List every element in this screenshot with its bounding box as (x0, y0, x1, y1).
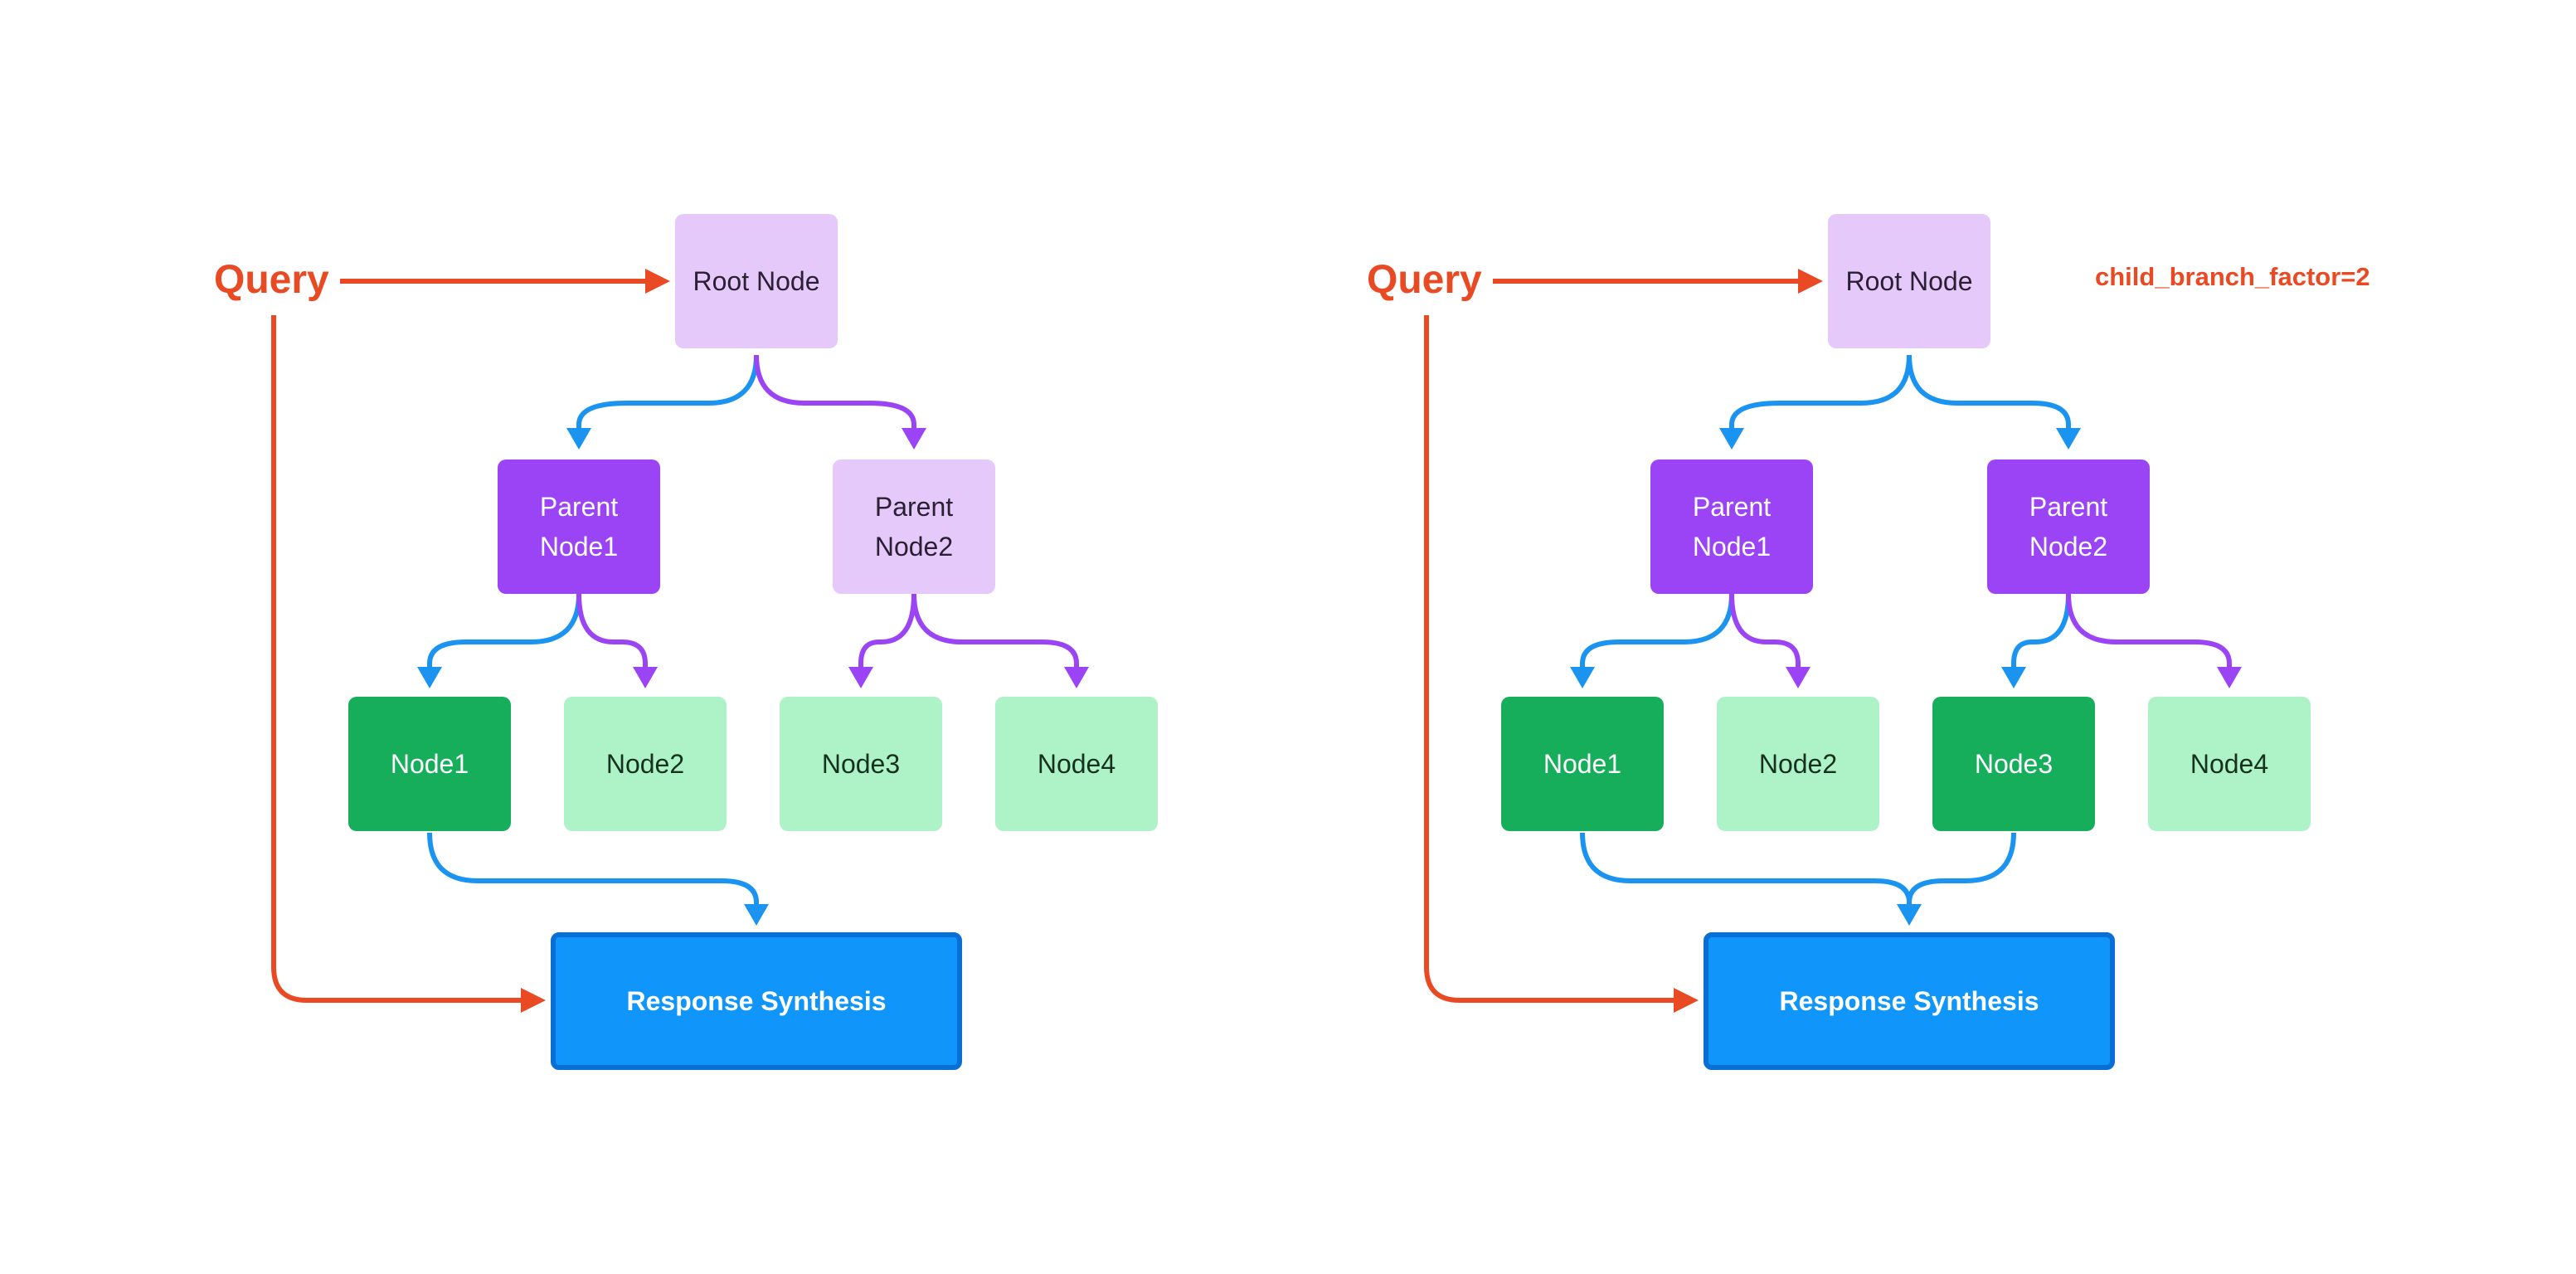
right-parent1-to-node1-arrowhead (1570, 667, 1595, 688)
left-leaf-node-1: Node1 (348, 697, 511, 831)
left-parent1-to-node1-edge (427, 593, 581, 673)
left-node1-to-synthesis-edge (427, 832, 759, 909)
right-parent2-to-node4-arrowhead (2217, 667, 2242, 688)
left-edges (271, 269, 1089, 1013)
right-leaf-node-4: Node4 (2148, 697, 2311, 831)
right-leaf-node-1: Node1 (1501, 697, 1664, 831)
right-query-label: Query (1367, 258, 1482, 302)
left-root-node: Root Node (675, 214, 838, 348)
right-parent1-to-node2-arrowhead (1786, 667, 1810, 688)
left-root-to-parent1-arrowhead (566, 428, 591, 450)
left-root-to-parent1-edge (576, 354, 759, 435)
right-parent1-to-node2-edge (1729, 593, 1801, 673)
right-parent2-to-node3-edge (2011, 593, 2071, 673)
left-root-to-parent2-edge (754, 354, 916, 435)
left-parent2-to-node3-arrowhead (848, 667, 873, 688)
left-leaf-node-2: Node2 (564, 697, 727, 831)
right-parent-node-1: Parent Node1 (1650, 460, 1813, 594)
right-root-to-parent2-arrowhead (2056, 428, 2081, 450)
left-parent1-to-node2-arrowhead (633, 667, 658, 688)
right-root-to-parent1-arrowhead (1719, 428, 1744, 450)
left-query-to-root-arrowhead (645, 269, 670, 294)
right-query-to-synthesis-arrowhead (1674, 988, 1699, 1013)
right-leaf-node-2: Node2 (1717, 697, 1879, 831)
right-query-to-synthesis-edge (1424, 315, 1675, 1003)
right-parent1-to-node1-edge (1580, 593, 1734, 673)
child-branch-factor-annotation: child_branch_factor=2 (2095, 262, 2370, 291)
left-parent1-to-node2-edge (576, 593, 648, 673)
left-parent2-to-node4-arrowhead (1064, 667, 1089, 688)
right-node1-to-synthesis-edge (1580, 832, 1912, 909)
left-response-synthesis-box: Response Synthesis (551, 932, 962, 1070)
right-root-to-parent2-edge (1907, 354, 2071, 435)
right-response-synthesis-box: Response Synthesis (1704, 932, 2115, 1070)
right-synthesis-arrowhead (1897, 904, 1922, 926)
left-leaf-node-3: Node3 (780, 697, 942, 831)
left-parent2-to-node4-edge (911, 593, 1079, 673)
left-parent1-to-node1-arrowhead (417, 667, 442, 688)
right-parent2-to-node4-edge (2066, 593, 2232, 673)
right-root-node: Root Node (1828, 214, 1990, 348)
right-parent-node-2: Parent Node2 (1987, 460, 2150, 594)
left-query-to-synthesis-edge (271, 315, 522, 1003)
right-node3-to-synthesis-edge (1907, 832, 2016, 909)
left-parent-node-1: Parent Node1 (498, 460, 660, 594)
left-node1-to-synthesis-arrowhead (744, 904, 769, 926)
left-parent2-to-node3-edge (858, 593, 916, 673)
right-parent2-to-node3-arrowhead (2001, 667, 2026, 688)
right-root-to-parent1-edge (1729, 354, 1912, 435)
left-parent-node-2: Parent Node2 (833, 460, 995, 594)
left-query-label: Query (214, 258, 329, 302)
right-edges (1424, 269, 2242, 1013)
right-leaf-node-3: Node3 (1932, 697, 2095, 831)
left-leaf-node-4: Node4 (995, 697, 1158, 831)
right-query-to-root-arrowhead (1798, 269, 1823, 294)
left-root-to-parent2-arrowhead (902, 428, 926, 450)
left-query-to-synthesis-arrowhead (521, 988, 546, 1013)
